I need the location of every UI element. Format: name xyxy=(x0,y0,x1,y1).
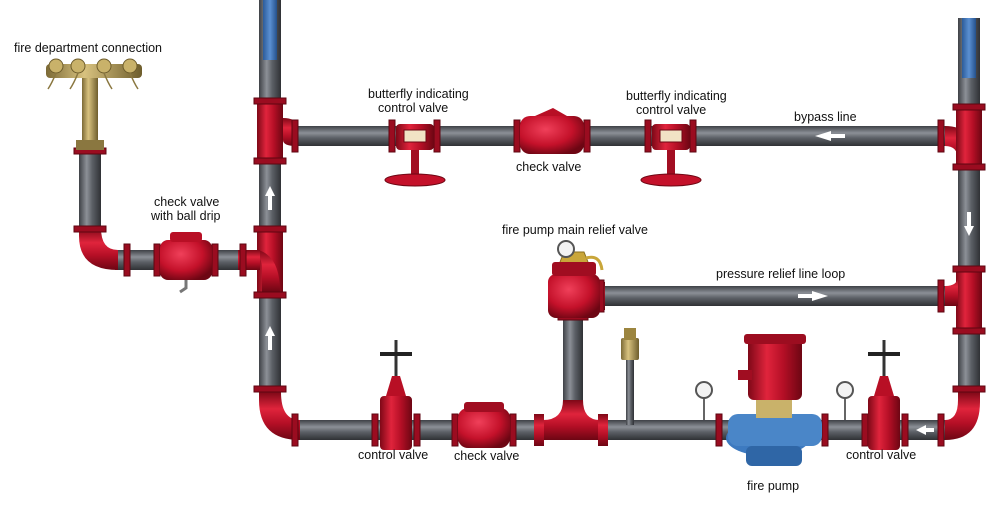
label-check-valve-ball-drip-1: check valve xyxy=(154,195,219,209)
left-riser-water xyxy=(263,0,277,60)
fdc-elbow xyxy=(79,228,118,270)
fire-pump xyxy=(695,334,854,466)
bypass-pipe xyxy=(295,126,945,146)
label-bypass-line: bypass line xyxy=(794,110,857,124)
label-butterfly-right-2: control valve xyxy=(636,103,706,117)
label-butterfly-right-1: butterfly indicating xyxy=(626,89,727,103)
label-butterfly-left-1: butterfly indicating xyxy=(368,87,469,101)
arrow-icon xyxy=(265,326,275,350)
label-check-valve-top: check valve xyxy=(516,160,581,174)
arrow-icon xyxy=(964,212,974,236)
fire-department-connection xyxy=(46,58,142,150)
right-top-tee xyxy=(956,106,982,166)
flanges xyxy=(73,97,986,447)
label-control-valve-left: control valve xyxy=(358,448,428,462)
check-valve-top xyxy=(520,108,584,154)
label-butterfly-left-2: control valve xyxy=(378,101,448,115)
relief-drop-pipe xyxy=(563,318,583,408)
butterfly-valve-right xyxy=(640,124,702,187)
label-relief-valve: fire pump main relief valve xyxy=(502,223,648,237)
gauge-icon xyxy=(836,381,854,399)
check-valve-ball-drip xyxy=(160,232,212,294)
relief-loop-pipe xyxy=(600,286,945,306)
label-control-valve-right: control valve xyxy=(846,448,916,462)
left-top-tee xyxy=(257,100,283,162)
fdc-tee-elbow xyxy=(240,250,280,292)
label-fire-department-connection: fire department connection xyxy=(14,41,162,55)
flow-arrows xyxy=(265,131,974,435)
handwheel-icon xyxy=(640,173,702,187)
gauge-icon xyxy=(557,240,575,258)
labels: fire department connection check valve w… xyxy=(14,41,916,493)
left-bottom-elbow xyxy=(259,392,300,440)
air-release-valve xyxy=(621,328,639,360)
relief-flange-tee-2 xyxy=(534,414,544,446)
label-check-valve-ball-drip-2: with ball drip xyxy=(150,209,221,223)
relief-bottom-elbow xyxy=(543,400,600,440)
label-pressure-relief-loop: pressure relief line loop xyxy=(716,267,845,281)
arrow-icon xyxy=(798,291,828,301)
right-bottom-elbow xyxy=(945,392,980,440)
relief-valve xyxy=(548,240,604,318)
check-valve-bottom xyxy=(458,402,510,448)
handwheel-icon xyxy=(384,173,446,187)
label-check-valve-bottom: check valve xyxy=(454,449,519,463)
arrow-icon xyxy=(265,186,275,210)
right-mid-elbow xyxy=(945,276,958,306)
arrow-icon xyxy=(815,131,845,141)
arrow-icon xyxy=(916,425,934,435)
relief-flange-tee xyxy=(598,414,608,446)
gauge-icon xyxy=(695,381,713,399)
right-riser-water xyxy=(962,18,976,78)
control-valve-left xyxy=(380,340,412,450)
right-mid-tee xyxy=(956,268,982,332)
ball-drip-pipe xyxy=(626,345,634,425)
label-fire-pump: fire pump xyxy=(747,479,799,493)
butterfly-valve-left xyxy=(384,124,446,187)
control-valve-right xyxy=(868,340,900,450)
fdc-vertical-pipe xyxy=(79,152,101,232)
